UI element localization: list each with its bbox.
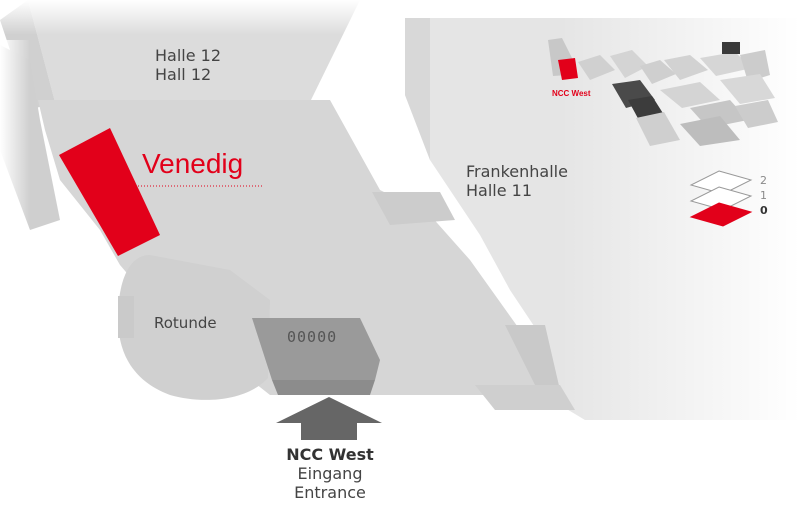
frankenhalle-label: Frankenhalle Halle 11 (466, 162, 568, 200)
overview-location-marker (558, 58, 578, 80)
level-2-label[interactable]: 2 (760, 174, 767, 187)
entrance-steps (272, 380, 375, 395)
rotunde-label: Rotunde (154, 314, 217, 332)
rotunde-area[interactable] (118, 255, 270, 400)
room-venedig[interactable] (59, 128, 160, 256)
entrance-vestibule[interactable] (252, 318, 380, 380)
foyer-floor[interactable] (38, 100, 555, 395)
frankenhalle-wall (405, 18, 430, 160)
corridor-upper[interactable] (372, 192, 455, 225)
level-1-label[interactable]: 1 (760, 189, 767, 202)
entrance-en-label: Entrance (294, 483, 366, 503)
hall-12-de-label: Halle 12 (155, 46, 222, 65)
level-0-plane (689, 202, 753, 227)
corridor-bottom (475, 385, 575, 410)
level-selector[interactable] (689, 170, 753, 227)
overview-location-label: NCC West (552, 89, 591, 98)
entrance-arrow-icon (276, 397, 382, 440)
frankenhalle-name-label: Frankenhalle (466, 162, 568, 181)
rotunde-stub (118, 296, 134, 338)
corridor-lower[interactable] (505, 325, 560, 395)
stand-code-label: 00000 (287, 328, 338, 346)
entrance-label[interactable]: NCC West Eingang Entrance (272, 445, 388, 503)
hall-12-label: Halle 12 Hall 12 (155, 46, 221, 84)
entrance-name-label: NCC West (286, 445, 374, 464)
hall-12-en-label: Hall 12 (155, 65, 212, 85)
venedig-room-label[interactable]: Venedig (142, 148, 244, 179)
hall-11-label: Halle 11 (466, 181, 533, 201)
entrance-de-label: Eingang (297, 464, 363, 484)
level-0-label[interactable]: 0 (760, 204, 768, 217)
overview-minimap[interactable] (548, 38, 778, 146)
